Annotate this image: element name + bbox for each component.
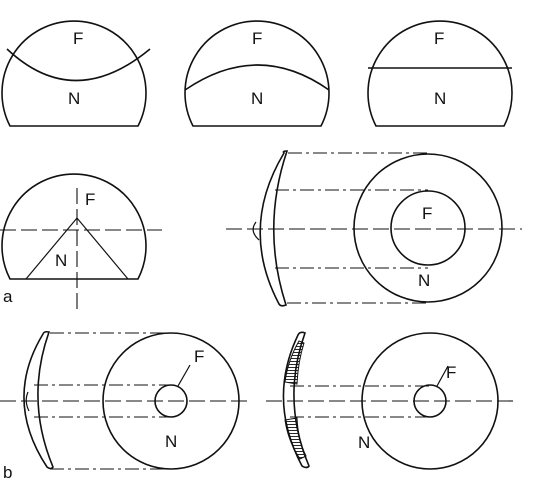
label-near: N	[55, 251, 67, 270]
label-near: N	[434, 89, 446, 108]
lens-row3-left: F N	[0, 330, 252, 470]
label-far: F	[446, 363, 456, 382]
label-far: F	[194, 347, 204, 366]
label-near: N	[165, 432, 177, 451]
label-far: F	[422, 204, 432, 223]
label-near: N	[358, 433, 370, 452]
label-near: N	[68, 89, 80, 108]
section-label-b: b	[3, 463, 12, 482]
label-near: N	[418, 271, 430, 290]
lens-row2-concentric: F N	[226, 150, 522, 307]
lens-row1-concave: F N	[1, 20, 151, 127]
lens-row3-right: F N	[266, 331, 516, 470]
label-near: N	[251, 89, 263, 108]
lens-row1-convex: F N	[184, 20, 330, 127]
label-far: F	[434, 29, 444, 48]
lens-row2-triangle: F N	[0, 173, 162, 312]
section-label-a: a	[3, 287, 13, 306]
label-far: F	[252, 29, 262, 48]
lens-row1-straight: F N	[367, 20, 513, 127]
label-far: F	[73, 29, 83, 48]
label-far: F	[85, 190, 95, 209]
